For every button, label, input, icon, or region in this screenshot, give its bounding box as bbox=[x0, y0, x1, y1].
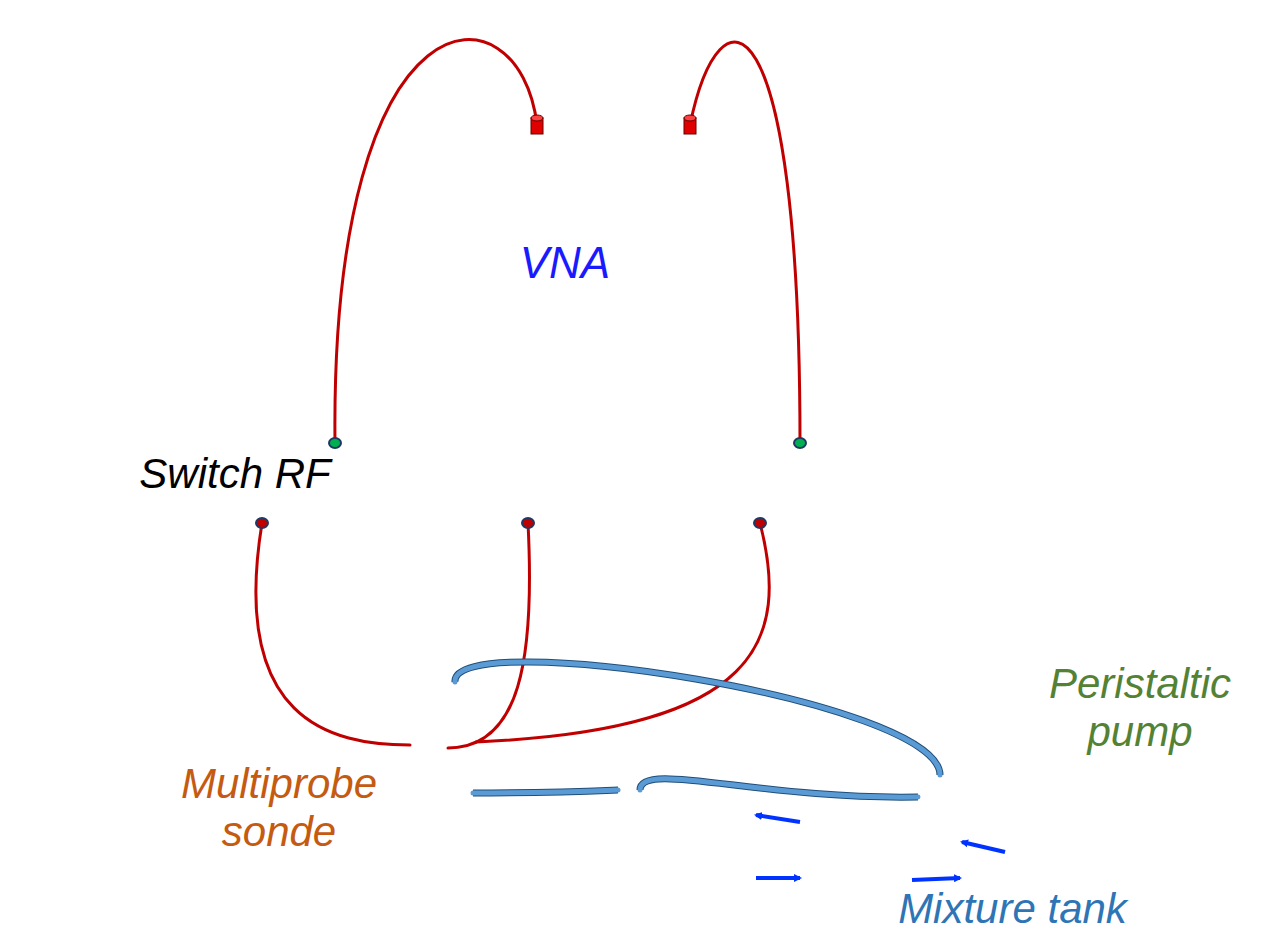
fluid-tube bbox=[640, 779, 918, 797]
tube-outline bbox=[473, 790, 618, 793]
vna-instrument-outline bbox=[445, 100, 790, 362]
rf-switch-outline bbox=[15, 195, 1288, 617]
connector-path bbox=[640, 779, 918, 797]
rf-cable bbox=[256, 523, 410, 745]
vna-instrument: VNA bbox=[445, 100, 790, 362]
vna-port bbox=[531, 115, 543, 134]
connector-path bbox=[476, 523, 769, 742]
connector-path bbox=[335, 40, 537, 443]
tube-outline bbox=[640, 779, 918, 797]
switch-port bbox=[522, 518, 534, 528]
connector-path bbox=[473, 790, 618, 793]
node-label: Multiprobe sonde bbox=[148, 760, 410, 857]
label-box: Switch RF bbox=[85, 450, 385, 498]
rf-cable bbox=[448, 523, 530, 748]
connector-path bbox=[256, 523, 410, 745]
label-box: Multiprobe sonde bbox=[148, 760, 410, 857]
mixture-tank: Mixture tank bbox=[595, 775, 659, 875]
fluid-tube bbox=[473, 790, 618, 793]
node-label: VNA bbox=[520, 238, 610, 289]
peristaltic-pump: Peristaltic pump bbox=[835, 668, 985, 838]
mixture-tank-outline bbox=[595, 775, 659, 875]
tube-outline bbox=[455, 662, 940, 775]
multiprobe-sonde-outline bbox=[410, 675, 476, 805]
flow-arrow bbox=[912, 878, 960, 880]
rf-switch: Switch RF bbox=[15, 195, 1288, 617]
connector-path bbox=[690, 42, 800, 443]
rf-cable bbox=[690, 42, 800, 443]
node-label: Peristaltic pump bbox=[998, 660, 1282, 757]
label-box: Mixture tank bbox=[760, 885, 1265, 933]
connector-path bbox=[455, 662, 940, 775]
rf-cable bbox=[476, 523, 769, 742]
flow-arrow bbox=[962, 842, 1005, 852]
switch-port bbox=[256, 518, 268, 528]
switch-port bbox=[754, 518, 766, 528]
node-label: Mixture tank bbox=[898, 885, 1127, 933]
label-box: Peristaltic pump bbox=[998, 660, 1282, 757]
switch-port bbox=[794, 438, 806, 448]
multiprobe-sonde: Multiprobe sonde bbox=[410, 675, 476, 805]
flow-arrow bbox=[756, 876, 800, 880]
switch-port bbox=[329, 438, 341, 448]
peristaltic-pump-outline bbox=[835, 668, 985, 838]
rf-cable bbox=[335, 40, 537, 443]
label-box: VNA bbox=[485, 238, 645, 289]
connector-path bbox=[448, 523, 530, 748]
flow-arrow bbox=[756, 815, 800, 822]
fluid-tube bbox=[455, 662, 940, 775]
node-label: Switch RF bbox=[139, 450, 330, 498]
vna-port bbox=[684, 115, 696, 134]
